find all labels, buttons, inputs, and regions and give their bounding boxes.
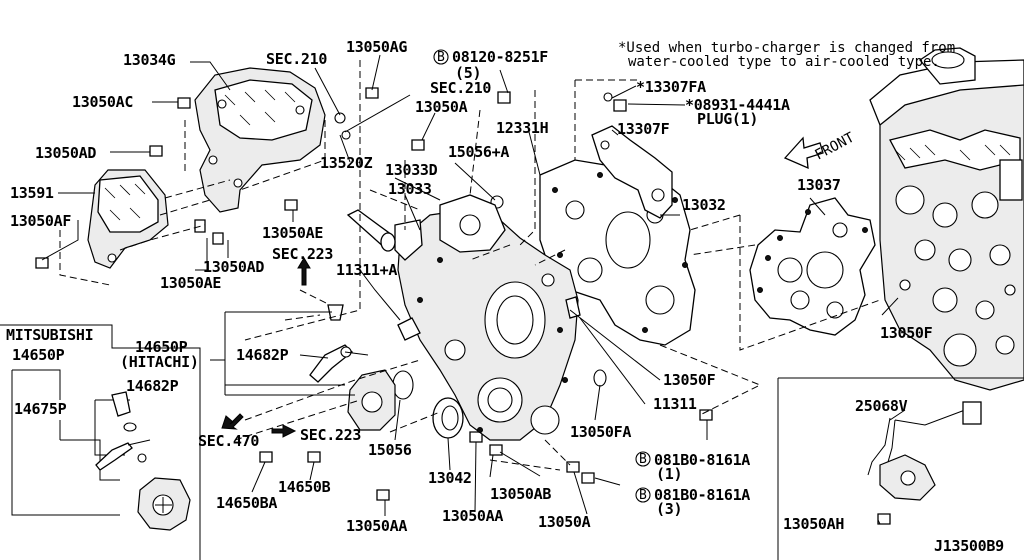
sec-arrow-icons [221,257,311,438]
label-bolt-081b0-2: 081B0-8161A [654,486,750,504]
front-cover-illustration [394,194,579,441]
mitsubishi-pump-illustration [137,477,191,531]
label-sec470: SEC.470 [198,432,259,450]
label-14650b: 14650B [278,478,331,496]
label-11311a: 11311+A [336,261,397,279]
label-bolt-081b0-1: 081B0-8161A [654,451,750,469]
label-13050ae-left: 13050AE [160,274,221,292]
label-plug: PLUG(1) [697,110,758,128]
circled-b-label-3: B [639,488,647,503]
sensor-25068v-inset [777,377,1024,560]
label-25068v: 25068V [855,397,908,415]
label-13033d: 13033D [385,161,438,179]
label-14675p: 14675P [14,400,67,418]
circled-b-label-2: B [639,452,647,467]
label-13034g: 13034G [123,51,176,69]
label-14682p-hitachi: 14682P [236,346,289,364]
front-arrow-icon [783,136,824,170]
label-13033: 13033 [388,180,432,198]
label-sec210-b: SEC.210 [430,79,491,97]
label-13042: 13042 [428,469,472,487]
label-hitachi: (HITACHI) [120,353,199,371]
label-mitsubishi: MITSUBISHI [6,326,93,344]
bolt-icons [35,87,891,525]
label-13050ab: 13050AB [490,485,551,503]
label-14650p-hitachi: 14650P [135,338,188,356]
label-13050af: 13050AF [10,212,71,230]
label-13050ad-lower: 13050AD [203,258,264,276]
mitsubishi-sensor-illustration [95,391,151,471]
label-bolt-08931: *08931-4441A [685,96,790,114]
label-sec210-a: SEC.210 [266,50,327,68]
label-bolt-081b0-1-qty: (1) [656,465,682,483]
label-13591: 13591 [10,184,54,202]
turbo-note-line2: water-cooled type to air-cooled type. [628,54,940,70]
label-13050ah: 13050AH [783,515,844,533]
label-sec223-b: SEC.223 [300,426,361,444]
label-13050aa-left: 13050AA [346,517,407,535]
label-13050ae-mid: 13050AE [262,224,323,242]
label-13050ad-left: 13050AD [35,144,96,162]
dashed-assembly-lines [59,60,881,471]
sensor-25068v-illustration [867,401,982,501]
circled-b-label-1: B [437,50,445,65]
label-15056: 15056 [368,441,412,459]
cover-13591-illustration [87,169,169,269]
mitsubishi-inset [0,324,201,560]
gasket-13307f-illustration [591,125,673,219]
oil-seal-13042-illustration [432,397,464,439]
label-13050a-low: 13050A [538,513,591,531]
label-13050ag: 13050AG [346,38,407,56]
label-bolt-08120: 08120-8251F [452,48,548,66]
cover-13034g-illustration [194,67,326,213]
label-14650p-mitsu: 14650P [12,346,65,364]
label-13520z: 13520Z [320,154,373,172]
label-13037: 13037 [797,176,841,194]
sensor-14682p-illustration [309,344,369,383]
label-13307f: 13307F [617,120,670,138]
circled-b-markers [433,49,651,503]
engine-block-illustration [869,47,1024,391]
label-bolt-08120-qty: (5) [455,64,481,82]
gasket-13037-illustration [749,197,876,336]
oil-pump-hitachi-illustration [347,369,396,431]
leader-lines [41,54,906,525]
label-15056a: 15056+A [448,143,509,161]
label-bolt-081b0-2-qty: (3) [656,500,682,518]
label-12331h: 12331H [496,119,549,137]
o-ring-15056-illustration [392,370,414,400]
bracket-11311a-illustration [397,317,421,341]
label-13050a-top: 13050A [415,98,468,116]
label-13050f-mid: 13050F [663,371,716,389]
bracket-13520z-illustration [346,209,396,252]
label-13307fa: *13307FA [636,78,706,96]
label-14650ba: 14650BA [216,494,277,512]
label-11311: 11311 [653,395,697,413]
label-13050aa-mid: 13050AA [442,507,503,525]
label-14682p-mitsu: 14682P [126,377,179,395]
label-13050fa: 13050FA [570,423,631,441]
label-13050ac: 13050AC [72,93,133,111]
label-13050f-right: 13050F [880,324,933,342]
label-sec223-a: SEC.223 [272,245,333,263]
front-label: FRONT [812,129,857,163]
turbo-note-line1: *Used when turbo-charger is changed from [618,40,955,56]
label-13032: 13032 [682,196,726,214]
diagram-code: J13500B9 [934,537,1004,555]
